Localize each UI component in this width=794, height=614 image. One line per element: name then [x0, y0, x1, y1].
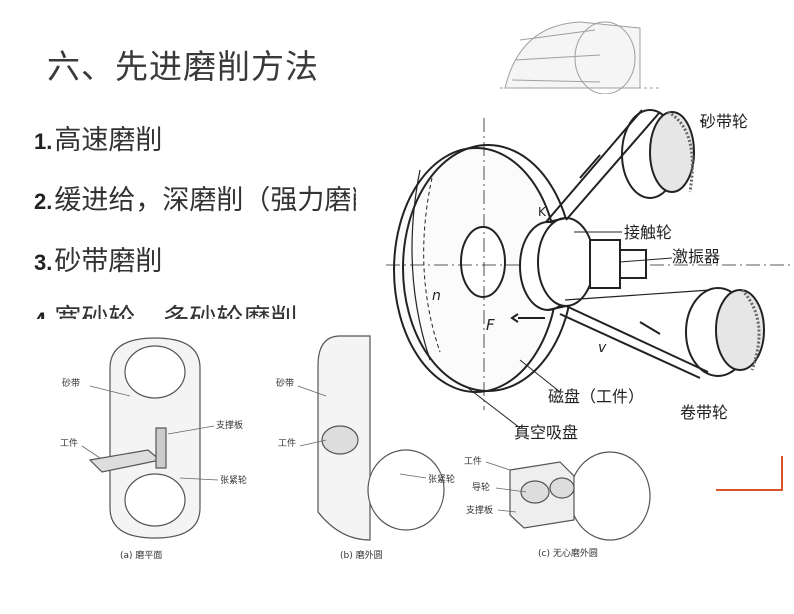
list-item: 3.砂带磨削 [34, 246, 163, 277]
label-vacuum-chuck: 真空吸盘 [514, 423, 578, 442]
label-v: v [598, 340, 607, 356]
label-a-support: 支撑板 [216, 419, 243, 431]
corner-marker [716, 456, 783, 491]
label-contact-wheel: 接触轮 [624, 223, 672, 242]
label-c-support: 支撑板 [466, 504, 493, 516]
list-item: 4.宽砂轮、多砂轮磨削 [34, 297, 364, 319]
label-magnetic-disk: 磁盘（工件） [548, 387, 644, 406]
label-K: K [538, 205, 547, 219]
caption-c: (c) 无心磨外圆 [538, 547, 598, 559]
label-n: n [432, 288, 441, 304]
caption-a: (a) 磨平面 [120, 550, 162, 561]
label-a-workpiece: 工件 [60, 437, 78, 449]
label-b-belt: 砂带 [276, 377, 294, 389]
label-c-guide: 导轮 [472, 481, 490, 493]
label-a-tension: 张紧轮 [220, 474, 247, 486]
label-winding-wheel: 卷带轮 [680, 403, 728, 422]
label-a-belt: 砂带 [62, 377, 80, 389]
slide-title: 六、先进磨削方法 [47, 47, 319, 86]
list-item: 1.高速磨削 [34, 125, 163, 156]
label-belt-wheel: 砂带轮 [700, 112, 748, 131]
label-b-tension: 张紧轮 [428, 473, 455, 485]
label-b-workpiece: 工件 [278, 437, 296, 449]
list-item: 2.缓进给，深磨削（强力磨削） [34, 185, 356, 216]
label-exciter: 激振器 [672, 247, 720, 266]
label-F: F [486, 316, 495, 334]
label-c-workpiece: 工件 [464, 455, 482, 467]
caption-b: (b) 磨外圆 [340, 549, 383, 561]
